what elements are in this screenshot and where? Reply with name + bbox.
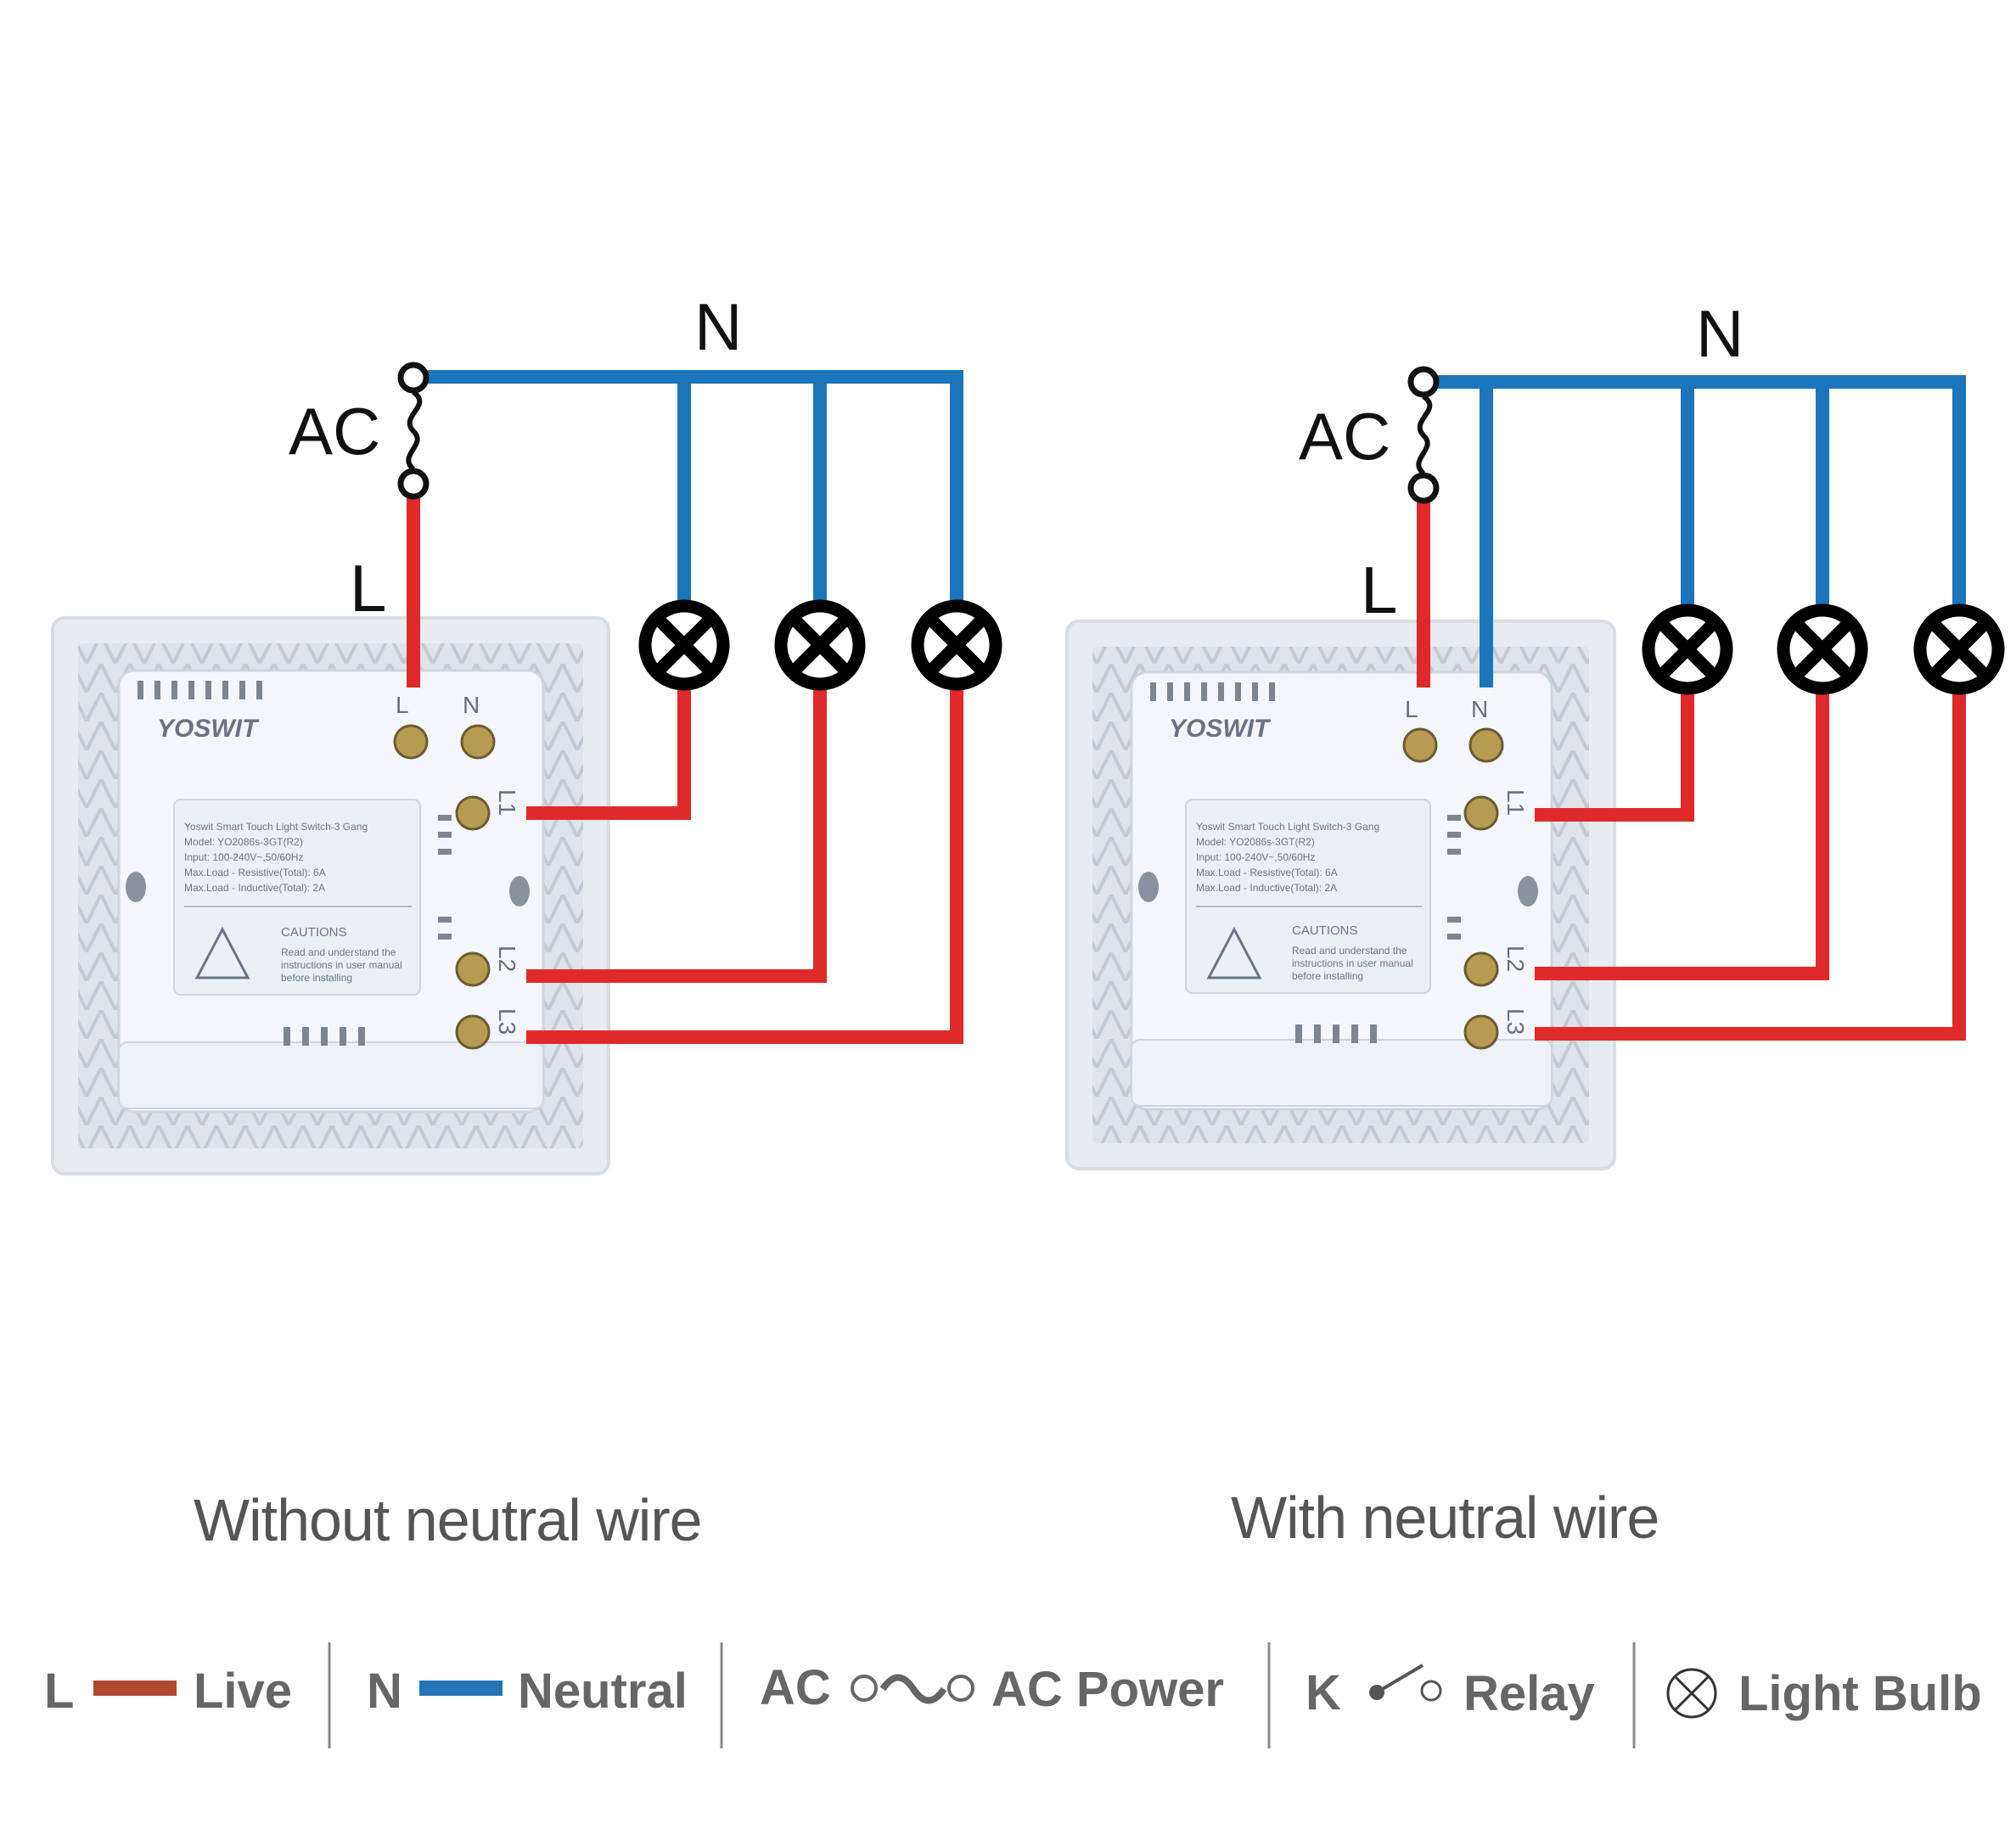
switch-backplate: YOSWIT Yoswit Smart Touch Light Switch-3… (51, 616, 610, 1176)
caution-title: CAUTIONS (1292, 923, 1358, 938)
legend-live-symbol: L (44, 1664, 74, 1719)
terminal-l3-label: L3 (1502, 1008, 1529, 1035)
terminal-block: L N L1 L2 L3 (1402, 696, 1529, 1050)
ac-label: AC (289, 394, 380, 469)
brand-logo: YOSWIT (1169, 715, 1272, 743)
relay-icon (1369, 1664, 1442, 1702)
caution-line: Read and understand the (1292, 945, 1407, 957)
caution-line: instructions in user manual (281, 959, 402, 971)
warning-icon (1206, 926, 1262, 979)
terminal-screw-n (460, 724, 496, 760)
terminal-block: L N L1 L2 L3 (393, 692, 520, 1050)
vent-slots (138, 681, 452, 1046)
terminal-l1-label: L1 (494, 789, 520, 816)
neutral-wires (1436, 375, 1966, 687)
neutral-label: N (694, 289, 742, 364)
terminal-screw-l2 (1463, 951, 1499, 987)
warning-icon (194, 926, 250, 979)
legend-neutral: N Neutral (367, 1664, 688, 1719)
terminal-l-label: L (396, 692, 409, 718)
light-bulbs (638, 599, 1002, 691)
live-wire-swatch (93, 1681, 177, 1696)
live-label: L (350, 551, 386, 626)
label-line: Max.Load - Resistive(Total): 6A (1196, 867, 1338, 878)
terminal-n-label: N (463, 692, 480, 718)
legend-bulb-text: Light Bulb (1738, 1666, 1982, 1721)
label-line: Yoswit Smart Touch Light Switch-3 Gang (1196, 821, 1379, 833)
mounting-screw-holes (1138, 872, 1538, 906)
terminal-screw-l (1402, 727, 1438, 763)
light-bulb-icon (774, 599, 866, 691)
legend-ac: AC AC Power (760, 1660, 1224, 1717)
ac-power-icon (851, 1674, 974, 1704)
terminal-screw-n (1468, 727, 1504, 763)
mounting-screw-holes (126, 872, 530, 906)
vent-slots (1150, 682, 1461, 1043)
label-line: Yoswit Smart Touch Light Switch-3 Gang (184, 821, 368, 833)
switch-backplate: YOSWIT Yoswit Smart Touch Light Switch-3… (1065, 620, 1616, 1170)
ac-source (1407, 366, 1440, 504)
neutral-wire-swatch (419, 1681, 503, 1696)
caution-line: Read and understand the (281, 946, 396, 958)
terminal-screw-l1 (455, 795, 491, 831)
terminal-screw-l2 (455, 951, 491, 987)
legend-neutral-text: Neutral (518, 1664, 688, 1719)
legend-live: L Live (44, 1664, 292, 1719)
neutral-wires (426, 370, 963, 641)
light-bulb-icon (1777, 603, 1868, 695)
light-bulb-icon (1913, 603, 2005, 695)
light-bulb-icon (1666, 1668, 1717, 1719)
legend-relay-symbol: K (1306, 1665, 1341, 1720)
light-bulb-icon (911, 599, 1002, 691)
legend-relay-text: Relay (1463, 1666, 1595, 1721)
caption-without-neutral: Without neutral wire (194, 1487, 702, 1553)
legend-ac-text: AC Power (991, 1662, 1224, 1717)
terminal-l3-label: L3 (494, 1008, 520, 1035)
terminal-screw-l3 (1463, 1014, 1499, 1050)
legend-ac-symbol: AC (760, 1660, 831, 1715)
live-wires (407, 498, 963, 1044)
live-wires (1417, 502, 1966, 1041)
live-label: L (1361, 553, 1397, 627)
light-bulbs (1642, 603, 2005, 695)
legend-relay: K Relay (1306, 1664, 1595, 1721)
label-line: Max.Load - Inductive(Total): 2A (184, 882, 325, 894)
product-label: Yoswit Smart Touch Light Switch-3 Gang M… (173, 799, 421, 996)
brand-logo: YOSWIT (157, 715, 260, 743)
label-line: Input: 100-240V~,50/60Hz (1196, 851, 1315, 863)
caption-with-neutral: With neutral wire (1231, 1484, 1659, 1551)
legend-bulb: Light Bulb (1666, 1666, 1982, 1721)
light-bulb-icon (1642, 603, 1733, 695)
label-line: Input: 100-240V~,50/60Hz (184, 851, 303, 863)
terminal-n-label: N (1471, 696, 1488, 722)
caution-line: instructions in user manual (1292, 957, 1413, 969)
ac-source (397, 362, 430, 500)
light-bulb-icon (638, 599, 730, 691)
terminal-screw-l1 (1463, 795, 1499, 831)
label-line: Model: YO2086s-3GT(R2) (1196, 836, 1315, 848)
terminal-screw-l3 (455, 1014, 491, 1050)
terminal-l-label: L (1405, 696, 1418, 722)
terminal-l1-label: L1 (1502, 789, 1529, 816)
legend: L Live N Neutral AC AC Power K (44, 1642, 1982, 1748)
caution-title: CAUTIONS (281, 925, 347, 940)
label-line: Model: YO2086s-3GT(R2) (184, 836, 303, 848)
terminal-l2-label: L2 (1502, 946, 1529, 972)
caution-line: before installing (281, 972, 352, 984)
product-label: Yoswit Smart Touch Light Switch-3 Gang M… (1185, 799, 1431, 994)
legend-live-text: Live (194, 1664, 292, 1719)
terminal-l2-label: L2 (494, 946, 520, 972)
label-line: Max.Load - Resistive(Total): 6A (184, 867, 326, 878)
ac-label: AC (1299, 399, 1390, 474)
diagram-with-neutral: YOSWIT Yoswit Smart Touch Light Switch-3… (1065, 296, 2005, 1551)
diagram-without-neutral: YOSWIT Yoswit Smart Touch Light Switch-3… (51, 289, 1002, 1553)
label-line: Max.Load - Inductive(Total): 2A (1196, 882, 1337, 894)
neutral-label: N (1696, 296, 1744, 371)
caution-line: before installing (1292, 970, 1363, 982)
legend-neutral-symbol: N (367, 1664, 402, 1719)
terminal-screw-l (393, 724, 429, 760)
